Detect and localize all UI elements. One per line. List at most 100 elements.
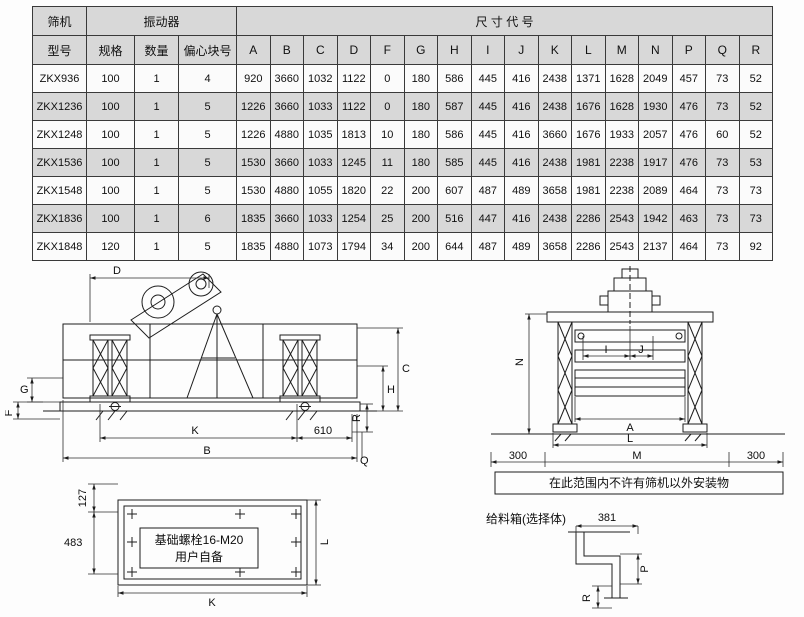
value-cell: 607	[437, 176, 472, 205]
feedbox-drawing: 给料箱(选择体) 381 P R	[486, 511, 651, 609]
value-cell: 3658	[537, 176, 573, 205]
value-cell: 6	[177, 204, 238, 233]
value-cell: 644	[437, 232, 472, 261]
value-cell: 180	[403, 148, 439, 177]
value-cell: 5	[177, 120, 238, 149]
value-cell: 3660	[269, 64, 305, 93]
feedbox-title: 给料箱(选择体)	[486, 511, 566, 526]
value-cell: 180	[403, 64, 439, 93]
value-cell: 120	[86, 232, 135, 261]
model-cell: ZKX1548	[32, 176, 87, 205]
foundation-dimensions	[88, 483, 321, 597]
dim-label-d: D	[113, 265, 121, 277]
value-cell: 2286	[571, 204, 606, 233]
value-cell: 2137	[638, 232, 673, 261]
dim-label-l2: L	[319, 539, 331, 545]
model-cell: ZKX1536	[32, 148, 87, 177]
col-header-dim: G	[403, 35, 439, 65]
value-cell: 73	[705, 64, 740, 93]
value-cell: 1	[134, 232, 179, 261]
value-cell: 445	[470, 92, 506, 121]
value-cell: 1530	[236, 148, 271, 177]
end-view-dimensions	[490, 313, 784, 467]
value-cell: 1	[134, 120, 179, 149]
value-cell: 585	[437, 148, 472, 177]
value-cell: 52	[738, 64, 774, 93]
col-header-dim: H	[437, 35, 472, 65]
value-cell: 3658	[537, 232, 573, 261]
value-cell: 920	[236, 64, 271, 93]
value-cell: 1981	[571, 148, 606, 177]
value-cell: 73	[705, 148, 740, 177]
value-cell: 416	[504, 120, 539, 149]
end-view-labels: N I J A L 300 M 300	[509, 344, 765, 462]
col-header-dim: D	[336, 35, 372, 65]
value-cell: 3660	[269, 148, 305, 177]
side-view-drawing: D C H G F R K 610 B Q	[5, 265, 410, 467]
spring-tower-left	[89, 334, 131, 403]
value-cell: 1	[134, 176, 179, 205]
col-header-dim: A	[236, 35, 271, 65]
value-cell: 1073	[303, 232, 338, 261]
dim-label-n: N	[514, 358, 526, 366]
value-cell: 1942	[638, 204, 673, 233]
value-cell: 5	[177, 148, 238, 177]
foundation-labels: 127 483 K L	[64, 489, 331, 609]
value-cell: 457	[671, 64, 707, 93]
vibrator-mount	[130, 273, 222, 339]
value-cell: 4880	[269, 232, 305, 261]
end-view-drawing: N I J A L 300 M 300 在此范围内不许有筛机以外安装物	[490, 266, 785, 495]
value-cell: 52	[738, 92, 774, 121]
col-header-dim: M	[604, 35, 640, 65]
value-cell: 60	[705, 120, 740, 149]
value-cell: 200	[403, 176, 439, 205]
value-cell: 2543	[604, 204, 640, 233]
value-cell: 4880	[269, 120, 305, 149]
value-cell: 1676	[571, 92, 606, 121]
value-cell: 3660	[269, 204, 305, 233]
col-header-dim: C	[303, 35, 338, 65]
col-header-dim: K	[537, 35, 573, 65]
value-cell: 516	[437, 204, 472, 233]
value-cell: 200	[403, 204, 439, 233]
col-header-model: 型号	[32, 35, 87, 65]
value-cell: 180	[403, 92, 439, 121]
value-cell: 1226	[236, 92, 271, 121]
dim-label-c: C	[402, 363, 410, 375]
value-cell: 463	[671, 204, 707, 233]
dim-label-m: M	[632, 450, 641, 462]
clearance-note: 在此范围内不许有筛机以外安装物	[494, 471, 784, 495]
value-cell: 1122	[336, 92, 372, 121]
value-cell: 489	[504, 232, 539, 261]
value-cell: 2438	[537, 64, 573, 93]
col-header-dim: F	[370, 35, 405, 65]
value-cell: 1033	[303, 92, 338, 121]
value-cell: 464	[671, 176, 707, 205]
value-cell: 100	[86, 92, 135, 121]
value-cell: 1835	[236, 232, 271, 261]
clearance-note-text: 在此范围内不许有筛机以外安装物	[549, 475, 729, 490]
col-header-dim: L	[571, 35, 606, 65]
dim-label-f: F	[5, 409, 15, 416]
value-cell: 487	[470, 232, 506, 261]
value-cell: 2238	[604, 148, 640, 177]
bolt-note-line2: 用户自备	[175, 549, 223, 564]
value-cell: 447	[470, 204, 506, 233]
value-cell: 2438	[537, 148, 573, 177]
dim-label-j: J	[638, 344, 644, 356]
value-cell: 5	[177, 176, 238, 205]
value-cell: 586	[437, 120, 472, 149]
dim-label-h: H	[387, 384, 395, 396]
foundation-geometry	[117, 499, 308, 586]
col-header-qty: 数量	[134, 35, 179, 65]
value-cell: 1835	[236, 204, 271, 233]
feedbox-labels: 381 P R	[581, 512, 651, 602]
dim-label-k: K	[191, 425, 199, 437]
value-cell: 3660	[269, 92, 305, 121]
col-header-vibrator-group: 振动器	[85, 6, 238, 36]
